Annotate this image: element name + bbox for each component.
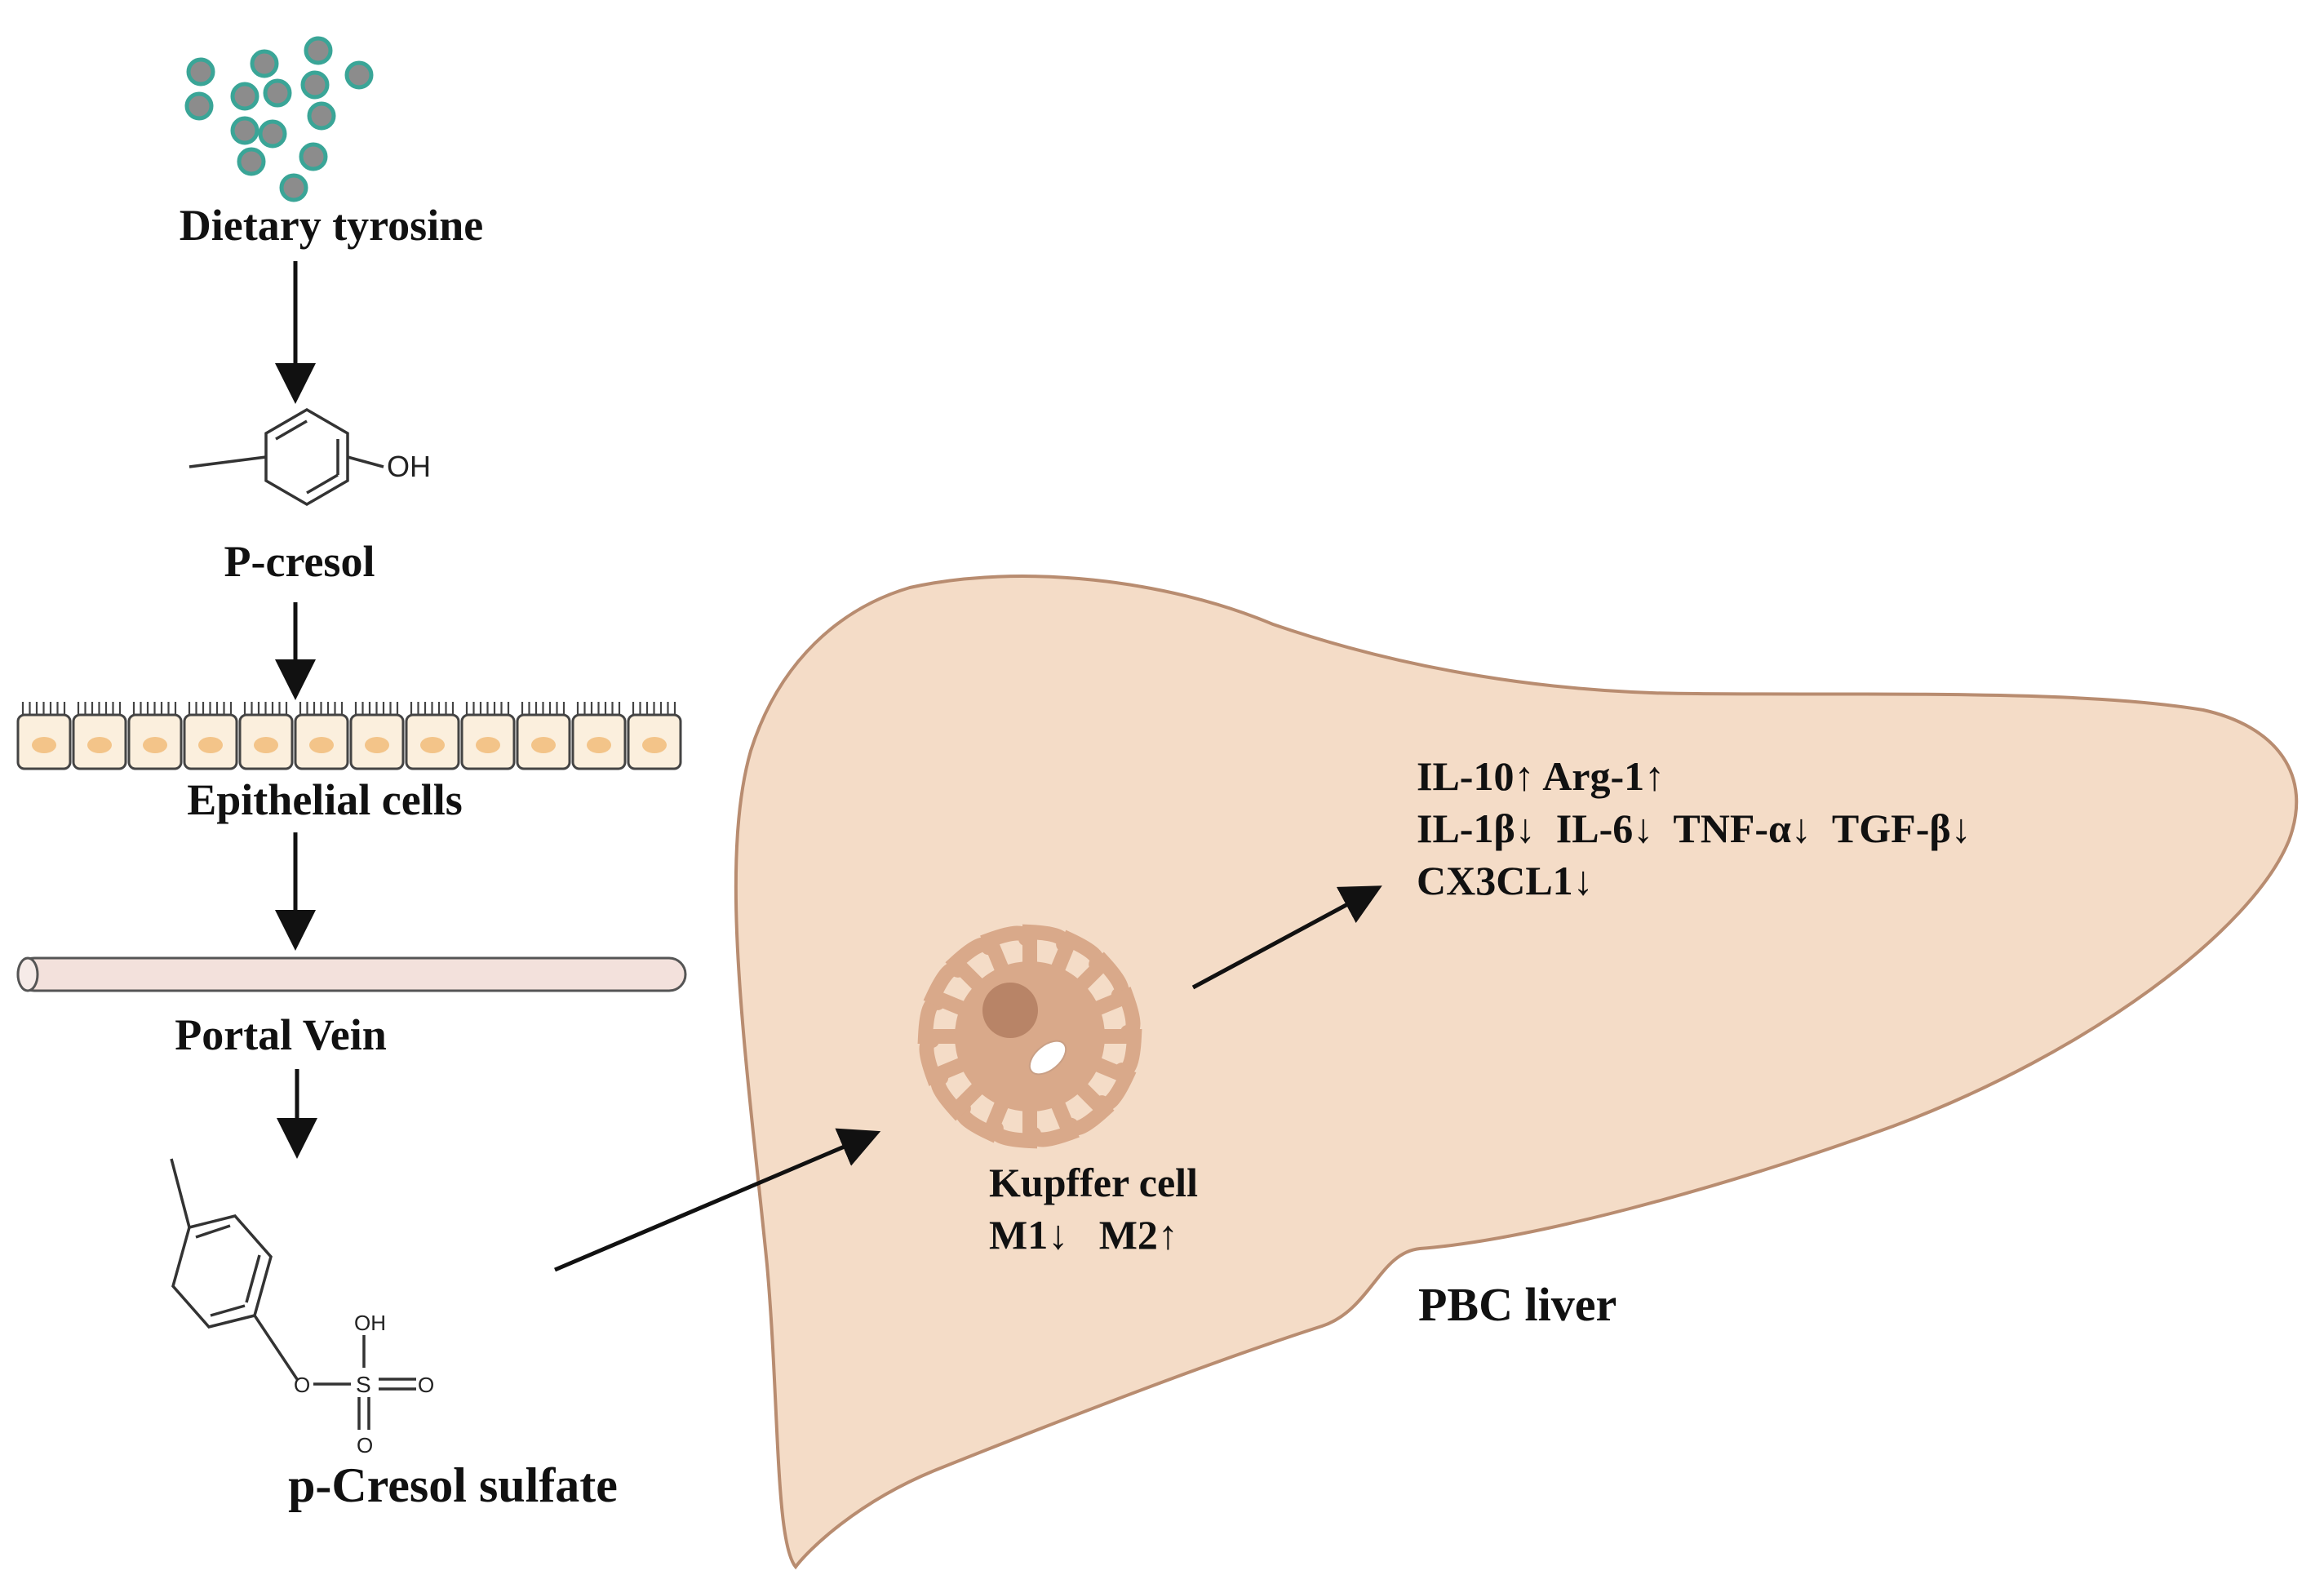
- tyrosine-particles: [184, 36, 374, 202]
- cell-nucleus: [254, 737, 278, 753]
- liver-shape: [734, 575, 2299, 1570]
- cell-nucleus: [587, 737, 611, 753]
- label-portal-vein: Portal Vein: [175, 1010, 387, 1059]
- portal-vein-tube: [16, 956, 687, 992]
- arrow-kupffer-to-cytokines: [1191, 885, 1382, 990]
- kupffer-cell-body: [955, 961, 1105, 1111]
- tyrosine-particle: [304, 36, 333, 65]
- epithelial-cells-layer: [16, 702, 682, 770]
- cytokines-line-3: CX3CL1↓: [1417, 858, 1594, 903]
- cytokines-line-1: IL-10↑ Arg-1↑: [1417, 753, 1665, 799]
- tyrosine-particle: [344, 60, 374, 90]
- tyrosine-particle: [307, 101, 336, 131]
- label-kupffer-cell: Kupffer cell: [989, 1160, 1198, 1205]
- sulfate-o-right: O: [418, 1373, 434, 1397]
- tyrosine-particle: [250, 49, 279, 78]
- label-macrophage-shift: M1↓ M2↑: [989, 1212, 1178, 1258]
- cell-nucleus: [476, 737, 500, 753]
- sulfate-o-bottom: O: [357, 1433, 373, 1458]
- kupffer-vacuole: [1028, 1040, 1067, 1076]
- label-dietary-tyrosine: Dietary tyrosine: [180, 201, 483, 250]
- sulfate-o-left: O: [294, 1373, 310, 1397]
- cell-nucleus: [198, 737, 223, 753]
- tyrosine-particle: [279, 173, 308, 202]
- tyrosine-particle: [230, 82, 259, 111]
- cell-nucleus: [87, 737, 112, 753]
- kupffer-cell-nucleus: [982, 983, 1038, 1038]
- tyrosine-particle: [186, 57, 215, 87]
- tyrosine-particle: [258, 119, 287, 149]
- cytokines-line-2: IL-1β↓ IL-6↓ TNF-α↓ TGF-β↓: [1417, 805, 1971, 851]
- sulfate-oh: OH: [354, 1311, 386, 1335]
- tyrosine-particle: [300, 70, 330, 100]
- cell-nucleus: [642, 737, 667, 753]
- tyrosine-particle: [184, 91, 214, 121]
- label-epithelial-cells: Epithelial cells: [187, 775, 463, 824]
- kupffer-pseudopod: [1081, 987, 1141, 1040]
- arrow-sulfate-to-kupffer: [554, 1128, 881, 1272]
- cell-nucleus: [365, 737, 389, 753]
- sulfate-s: S: [356, 1372, 371, 1397]
- label-p-cresol-sulfate: p-Cresol sulfate: [288, 1458, 618, 1512]
- tyrosine-particle: [263, 78, 292, 108]
- cell-nucleus: [531, 737, 556, 753]
- p-cresol-oh: OH: [387, 450, 431, 483]
- cell-nucleus: [309, 737, 334, 753]
- cell-nucleus: [420, 737, 445, 753]
- p-cresol-sulfate-structure: [170, 1158, 416, 1430]
- label-pbc-liver: PBC liver: [1418, 1278, 1617, 1331]
- tyrosine-particle: [230, 116, 259, 145]
- tyrosine-particle: [237, 147, 266, 176]
- cell-nucleus: [32, 737, 56, 753]
- kupffer-cell-graphic: [917, 924, 1142, 1149]
- p-cresol-structure: [188, 407, 384, 507]
- tyrosine-particle: [299, 142, 328, 171]
- label-p-cresol: P-cresol: [224, 537, 375, 586]
- cell-nucleus: [143, 737, 167, 753]
